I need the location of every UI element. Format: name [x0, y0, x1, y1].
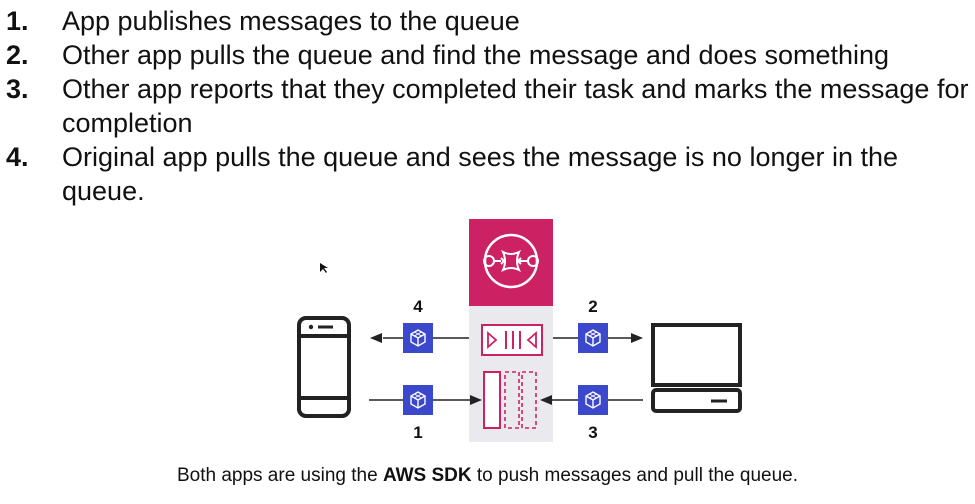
sdk-cube-icon — [402, 322, 434, 354]
step-2-number: 2. — [6, 40, 29, 70]
step-3: 3. Other app reports that they completed… — [0, 72, 975, 140]
laptop-icon — [651, 323, 742, 413]
caption-sdk-bold: AWS SDK — [382, 465, 472, 486]
step-1-text: App publishes messages to the queue — [62, 6, 520, 36]
label-1: 1 — [413, 423, 422, 442]
sdk-cube-icon — [577, 384, 609, 416]
steps-list: 1. App publishes messages to the queue 2… — [0, 4, 975, 208]
label-2: 2 — [588, 297, 597, 316]
step-4-text: Original app pulls the queue and sees th… — [62, 142, 899, 206]
caption-text-after: to push messages and pull the queue. — [471, 465, 799, 486]
step-3-number: 3. — [6, 74, 29, 104]
phone-icon — [297, 316, 351, 418]
step-2-text: Other app pulls the queue and find the m… — [62, 40, 890, 70]
cursor-icon — [320, 263, 328, 273]
sdk-cube-icon — [402, 384, 434, 416]
sdk-cube-icon — [577, 322, 609, 354]
step-4-number: 4. — [6, 142, 29, 172]
step-1: 1. App publishes messages to the queue — [0, 4, 975, 38]
step-4: 4. Original app pulls the queue and sees… — [0, 140, 975, 208]
sqs-service-icon — [469, 219, 553, 306]
queue-stack-icon — [483, 371, 537, 429]
label-4: 4 — [413, 297, 423, 316]
queue-message-icon — [481, 324, 543, 356]
diagram-caption: Both apps are using the AWS SDK to push … — [0, 463, 975, 489]
caption-text-before: Both apps are using the — [176, 465, 383, 486]
step-3-text: Other app reports that they completed th… — [62, 74, 969, 138]
step-2: 2. Other app pulls the queue and find th… — [0, 38, 975, 72]
label-3: 3 — [588, 423, 597, 442]
step-1-number: 1. — [6, 6, 29, 36]
